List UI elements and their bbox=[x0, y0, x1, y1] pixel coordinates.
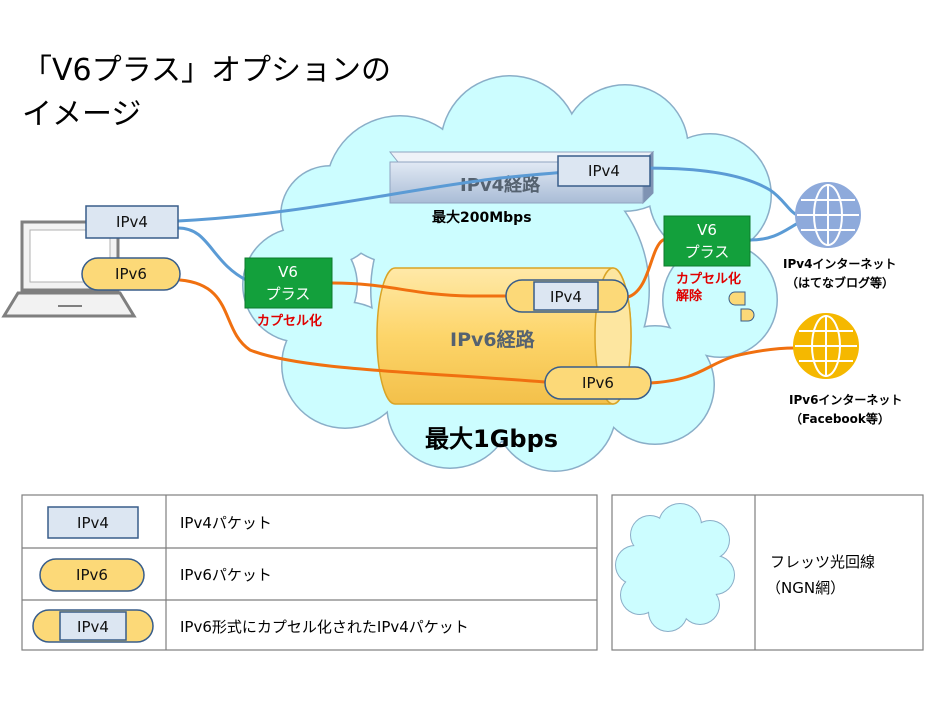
ipv6-packet-route-label: IPv6 bbox=[582, 374, 614, 392]
ipv4-packet-label: IPv4 bbox=[116, 213, 148, 231]
encap-label: カプセル化 bbox=[257, 313, 322, 329]
decap-box-line1: V6 bbox=[697, 221, 717, 239]
v6plus-decap-box: V6 プラス bbox=[663, 215, 751, 267]
ipv6-line-direct bbox=[178, 278, 547, 384]
encap-box-line2: プラス bbox=[266, 285, 311, 303]
ipv4-internet-label-1: IPv4インターネット bbox=[783, 257, 896, 271]
ipv6-route-speed: 最大1Gbps bbox=[425, 425, 558, 453]
ipv4-packet-route-label: IPv4 bbox=[588, 162, 620, 180]
ipv6-internet-label-1: IPv6インターネット bbox=[789, 393, 902, 407]
ipv6-packet-laptop: IPv6 bbox=[81, 257, 181, 291]
encap-line bbox=[330, 281, 512, 298]
legend-ipv6-text: IPv6パケット bbox=[180, 566, 272, 584]
legend-cloud-label-2: （NGN網） bbox=[766, 579, 845, 597]
page-title-line1: 「V6プラス」オプションの bbox=[22, 53, 391, 88]
ipv4-packet-route: IPv4 bbox=[557, 155, 651, 187]
legend-row-encapsulated: IPv4 IPv6形式にカプセル化されたIPv4パケット bbox=[32, 609, 469, 643]
encap-line-out bbox=[626, 238, 665, 299]
encap-box-line1: V6 bbox=[278, 263, 298, 281]
ipv6-packet-label: IPv6 bbox=[115, 265, 147, 283]
legend-encap-text: IPv6形式にカプセル化されたIPv4パケット bbox=[180, 618, 469, 636]
packet-fragments-icon bbox=[728, 291, 755, 322]
ipv4-line-to-encap bbox=[176, 226, 250, 283]
legend-ipv4-sample: IPv4 bbox=[77, 514, 109, 532]
decap-box-line2: プラス bbox=[685, 243, 730, 261]
ipv6-globe-icon bbox=[793, 313, 859, 379]
ipv6-packet-route: IPv6 bbox=[544, 366, 652, 400]
legend-ipv4-text: IPv4パケット bbox=[180, 514, 272, 532]
ipv4-globe-icon bbox=[795, 182, 861, 248]
legend-row-ipv4: IPv4 IPv4パケット bbox=[47, 506, 272, 539]
legend-row-ipv6: IPv6 IPv6パケット bbox=[39, 558, 272, 592]
legend-encap-sample: IPv4 bbox=[77, 618, 109, 636]
ipv4-internet-label-2: （はてなブログ等） bbox=[786, 275, 894, 290]
page-title-line2: イメージ bbox=[22, 97, 141, 132]
decap-label-line1: カプセル化 bbox=[676, 271, 741, 287]
legend-cloud-box: フレッツ光回線 （NGN網） bbox=[611, 494, 924, 651]
ipv4-route-speed: 最大200Mbps bbox=[432, 209, 532, 226]
ipv4-packet-laptop: IPv4 bbox=[85, 205, 179, 239]
encapsulated-packet-label: IPv4 bbox=[550, 288, 582, 306]
ipv6-line-out bbox=[648, 346, 797, 385]
legend-cloud-icon bbox=[615, 503, 735, 632]
legend-table: IPv4 IPv4パケット IPv6 IPv6パケット IPv4 IPv6形式に… bbox=[21, 494, 598, 651]
legend-cloud-label-1: フレッツ光回線 bbox=[770, 553, 875, 571]
legend-ipv6-sample: IPv6 bbox=[76, 566, 108, 584]
v6plus-encap-box: V6 プラス bbox=[244, 257, 333, 309]
ipv6-route-label: IPv6経路 bbox=[450, 328, 536, 351]
encapsulated-packet-route: IPv4 bbox=[505, 279, 629, 313]
ipv6-internet-label-2: （Facebook等） bbox=[790, 411, 890, 426]
decap-label-line2: 解除 bbox=[675, 288, 703, 304]
